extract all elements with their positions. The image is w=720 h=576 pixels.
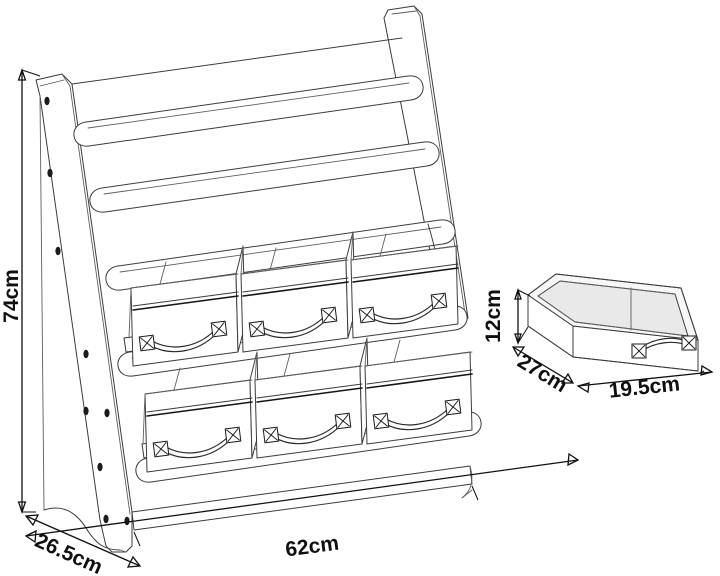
bookshelf-assembly [35,5,482,553]
sling-shelf-rail-middle [89,141,440,213]
panel-fastener-marks [44,96,130,526]
dimension-detail-height-12: 12cm [482,287,531,346]
sling-shelf-rail-top [73,75,424,147]
bin-detail-body [527,273,699,372]
dimension-label-detail-height: 12cm [482,289,505,343]
dimension-label-height: 74cm [0,269,23,323]
bin-handle[interactable] [138,320,228,353]
bin-lower-middle[interactable] [254,337,370,459]
bin-lower-right[interactable] [364,339,473,445]
sling-shelf-rail-bottom [105,219,456,291]
bin-dividers [128,231,368,445]
bin-handle[interactable] [372,398,462,431]
dimension-annotations-detail: 12cm 27cm 19.5cm [482,287,714,403]
bin-row-lower [144,337,473,473]
bin-detail-view: 12cm 27cm 19.5cm [482,273,714,403]
bin-handle[interactable] [248,306,338,339]
bin-row-upper [130,231,459,367]
bin-handle[interactable] [358,292,448,325]
dimension-annotations-main: 74cm 62cm 26.5cm [0,67,580,576]
bin-upper-right[interactable] [350,233,459,339]
dimension-height-74: 74cm [0,67,41,515]
bin-handle[interactable] [152,426,242,459]
bin-handle[interactable] [262,412,352,445]
base-board [131,465,473,531]
dimension-detail-width-195: 19.5cm [576,364,714,403]
bin-lower-left[interactable] [144,351,260,473]
bin-detail-handle[interactable] [631,335,697,359]
